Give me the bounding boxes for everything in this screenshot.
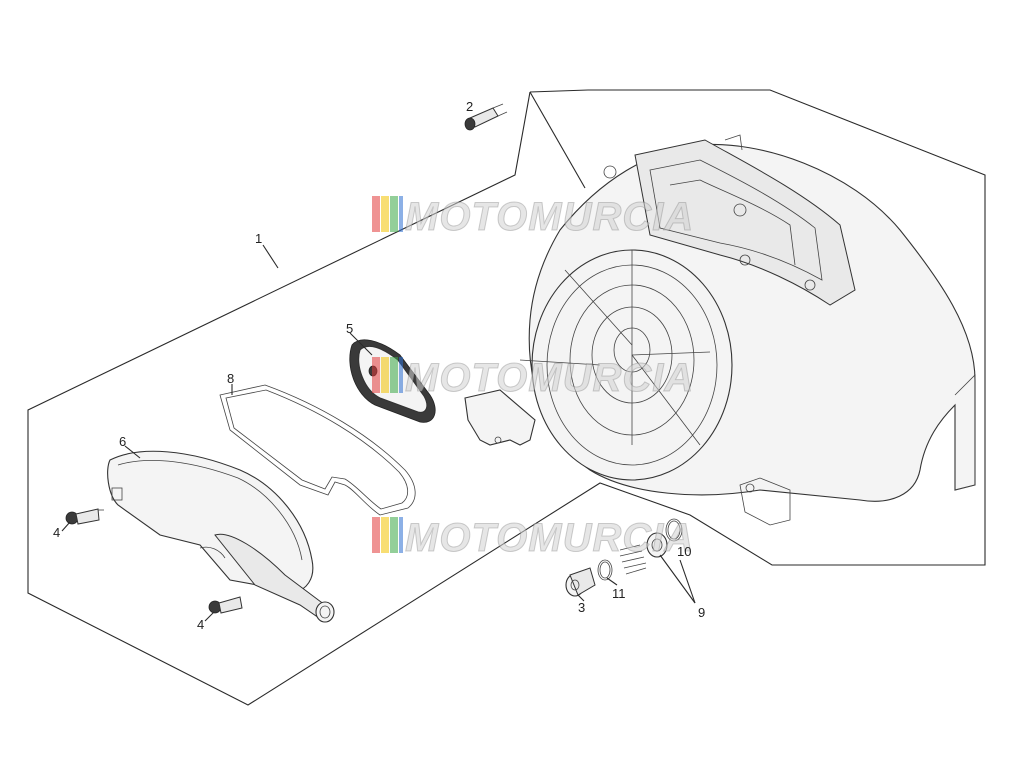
callout-1: 1	[255, 231, 262, 246]
duct-plate	[464, 389, 536, 446]
wm-stripe-yellow	[381, 517, 389, 553]
wm-stripe-green	[390, 357, 398, 393]
wm-stripe-blue	[399, 517, 403, 553]
callout-11: 11	[612, 586, 626, 601]
watermark: MOTOMURCIA	[372, 356, 694, 401]
screw-part-4-upper	[65, 508, 104, 525]
watermark: MOTOMURCIA	[372, 516, 694, 561]
callout-9: 9	[698, 605, 705, 620]
watermark: MOTOMURCIA	[372, 195, 694, 240]
callout-2: 2	[466, 99, 473, 114]
callout-3: 3	[578, 600, 585, 615]
callout-10: 10	[677, 544, 691, 559]
wm-stripe-green	[390, 517, 398, 553]
cover-plate-part-6	[107, 450, 335, 623]
crankcase-cover	[519, 134, 976, 526]
callout-4-upper: 4	[53, 525, 60, 540]
assembly-outline	[27, 89, 986, 706]
wm-stripe-yellow	[381, 357, 389, 393]
plug-part-3	[565, 567, 596, 597]
oring-part-11	[597, 559, 613, 581]
oring-part-10	[665, 518, 683, 542]
callout-8: 8	[227, 371, 234, 386]
callout-labels: 1 2 3 4 4 5 6 8 9 10 11	[53, 99, 705, 632]
gasket-part-8	[219, 384, 416, 516]
watermark-text: MOTOMURCIA	[405, 516, 694, 560]
wm-stripe-red	[372, 196, 380, 232]
watermark-text: MOTOMURCIA	[405, 356, 694, 400]
wm-stripe-red	[372, 357, 380, 393]
wm-stripe-blue	[399, 196, 403, 232]
leader-lines	[61, 244, 696, 622]
screw-part-4-lower	[208, 596, 243, 614]
watermark-text: MOTOMURCIA	[405, 195, 694, 239]
wm-stripe-yellow	[381, 196, 389, 232]
wm-stripe-green	[390, 196, 398, 232]
bolt-part-2	[464, 103, 508, 131]
wm-stripe-red	[372, 517, 380, 553]
callout-6: 6	[119, 434, 126, 449]
wm-stripe-blue	[399, 357, 403, 393]
callout-4-lower: 4	[197, 617, 204, 632]
callout-5: 5	[346, 321, 353, 336]
spring-part-9	[619, 532, 668, 575]
